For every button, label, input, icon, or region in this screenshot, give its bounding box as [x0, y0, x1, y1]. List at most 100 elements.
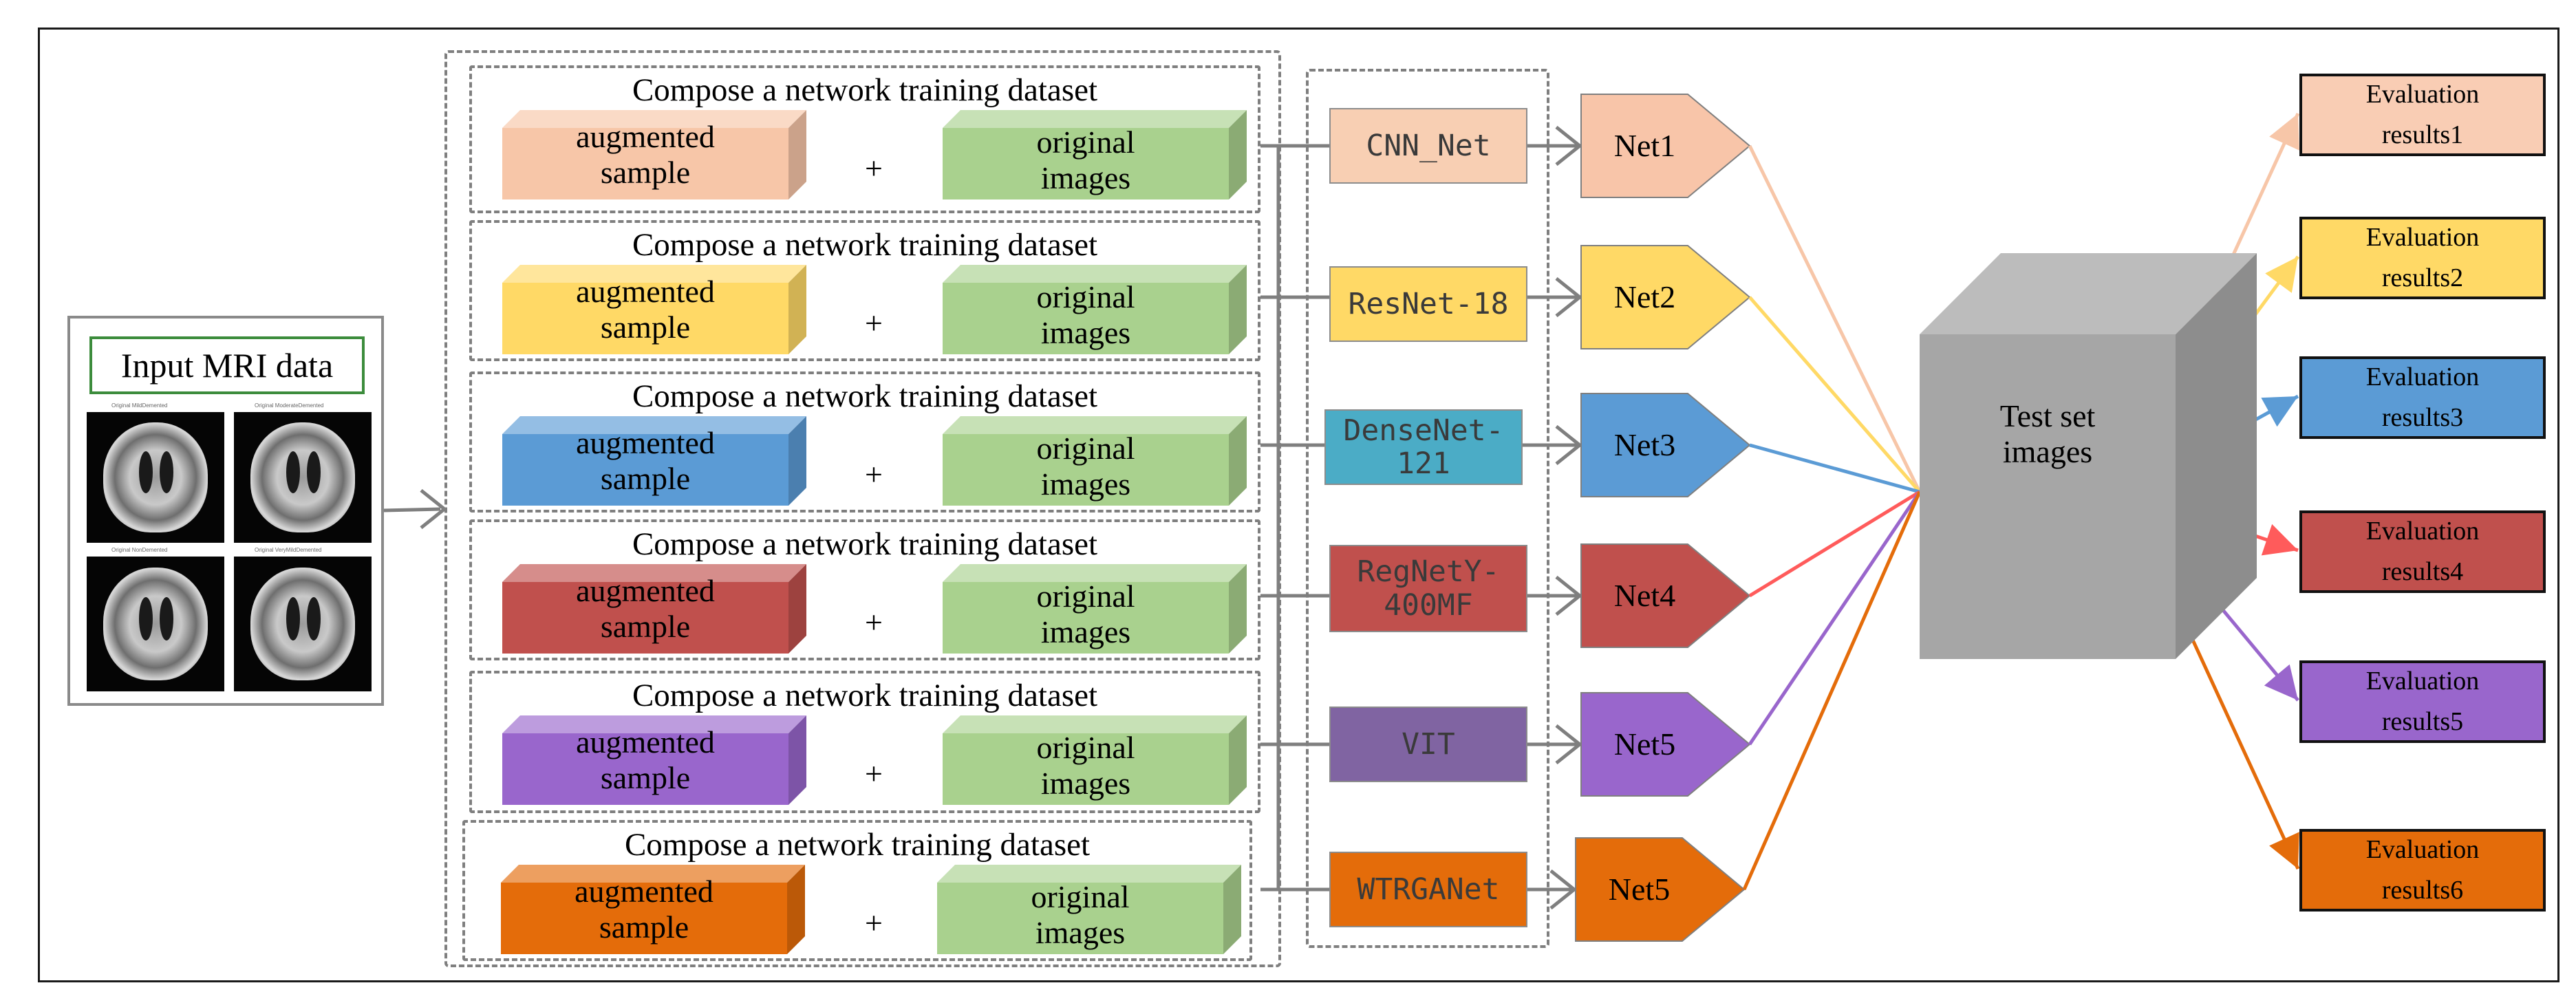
evaluation-box-3: Evaluation results3 [2299, 356, 2546, 439]
model-box-1: CNN_Net [1329, 108, 1527, 184]
thumb-label-4: Original VeryMildDemented [255, 547, 322, 553]
model-box-5: VIT [1329, 707, 1527, 782]
original-prism-6-front [937, 883, 1223, 954]
compose-title-3: Compose a network training dataset [632, 378, 1098, 414]
augmented-label-2: augmented sample [576, 274, 715, 345]
augmented-label-6: augmented sample [575, 874, 713, 945]
augmented-prism-2-side [788, 265, 806, 354]
mri-thumbnail-4 [234, 557, 372, 691]
net-testset-line-2 [1748, 296, 1921, 493]
original-prism-1-side [1229, 110, 1247, 199]
input-mri-title: Input MRI data [89, 336, 365, 394]
figure-frame [38, 28, 2559, 982]
net-testset-line-4 [1748, 490, 1921, 598]
model-box-6: WTRGANet [1329, 852, 1527, 927]
net-testset-line-6 [1742, 490, 1922, 891]
testset-eval-arrow-5 [2264, 664, 2298, 700]
model-box-3: DenseNet- 121 [1324, 409, 1523, 485]
thumb-label-1: Original MildDemented [111, 402, 168, 409]
testset-side [2176, 253, 2257, 659]
dataset-box-2 [469, 220, 1260, 361]
augmented-prism-1-top [502, 110, 806, 128]
augmented-prism-2-front [502, 283, 788, 354]
augmented-prism-4-top [502, 564, 806, 582]
dataset-box-6 [462, 820, 1252, 961]
testset-top [1920, 253, 2257, 334]
net-label-5: Net5 [1613, 726, 1676, 762]
dataset-box-4 [469, 519, 1260, 660]
net-label-2: Net2 [1613, 279, 1676, 315]
net-shape-5 [1580, 692, 1751, 797]
net-shape-1 [1580, 94, 1751, 198]
original-prism-3-top [943, 416, 1247, 434]
mri-thumbnail-3 [87, 557, 224, 691]
augmented-label-3: augmented sample [576, 425, 715, 496]
augmented-prism-6-top [501, 865, 805, 883]
original-prism-3-front [943, 434, 1229, 506]
model-net-arrow-2 [1555, 277, 1583, 318]
net-label-4: Net4 [1613, 578, 1676, 614]
augmented-label-1: augmented sample [576, 119, 715, 190]
models-group [1306, 69, 1549, 948]
original-prism-3-side [1229, 416, 1247, 506]
plus-sign-5: + [865, 756, 883, 792]
net-label-6: Net5 [1608, 872, 1671, 907]
evaluation-box-5: Evaluation results5 [2299, 660, 2546, 743]
original-prism-2-side [1229, 265, 1247, 354]
net-label-1: Net1 [1613, 128, 1676, 164]
net-testset-line-3 [1749, 443, 1920, 494]
testset-eval-arrow-6 [2269, 832, 2299, 869]
plus-sign-4: + [865, 605, 883, 640]
augmented-prism-5-front [502, 733, 788, 805]
dataset-box-5 [469, 671, 1260, 813]
plus-sign-2: + [865, 305, 883, 341]
original-prism-6-side [1223, 865, 1241, 954]
testset-eval-arrow-4 [2261, 524, 2298, 556]
model-box-2: ResNet-18 [1329, 266, 1527, 342]
original-prism-6-top [937, 865, 1241, 883]
evaluation-box-2: Evaluation results2 [2299, 217, 2546, 299]
net-testset-line-1 [1748, 144, 1922, 493]
original-label-4: original images [1036, 579, 1135, 649]
plus-sign-1: + [865, 151, 883, 186]
model-net-arrow-3 [1555, 424, 1583, 466]
dataset-box-3 [469, 371, 1260, 513]
original-prism-4-front [943, 582, 1229, 654]
original-label-1: original images [1036, 125, 1135, 195]
net-label-3: Net3 [1613, 427, 1676, 463]
original-prism-5-top [943, 715, 1247, 733]
thumb-label-3: Original NonDemented [111, 547, 168, 553]
augmented-prism-3-front [502, 434, 788, 506]
original-prism-4-top [943, 564, 1247, 582]
testset-eval-arrow-3 [2261, 396, 2298, 427]
compose-title-1: Compose a network training dataset [632, 72, 1098, 108]
original-prism-4-side [1229, 564, 1247, 654]
original-prism-1-top [943, 110, 1247, 128]
testset-eval-arrow-2 [2265, 257, 2298, 293]
original-prism-5-front [943, 733, 1229, 805]
augmented-prism-5-top [502, 715, 806, 733]
compose-title-4: Compose a network training dataset [632, 526, 1098, 562]
original-label-3: original images [1036, 431, 1135, 501]
augmented-label-5: augmented sample [576, 724, 715, 795]
mri-thumbnail-2 [234, 412, 372, 543]
evaluation-box-6: Evaluation results6 [2299, 829, 2546, 912]
compose-title-5: Compose a network training dataset [632, 677, 1098, 713]
original-prism-2-top [943, 265, 1247, 283]
testset-front [1920, 334, 2176, 659]
augmented-prism-4-front [502, 582, 788, 654]
original-prism-5-side [1229, 715, 1247, 805]
testset-label: Test set images [1999, 398, 2096, 469]
evaluation-box-1: Evaluation results1 [2299, 74, 2546, 156]
augmented-label-4: augmented sample [576, 573, 715, 644]
original-label-5: original images [1036, 730, 1135, 801]
original-label-6: original images [1031, 879, 1130, 950]
augmented-prism-4-side [788, 564, 806, 654]
augmented-prism-1-side [788, 110, 806, 199]
plus-sign-6: + [865, 905, 883, 941]
mri-thumbnail-1 [87, 412, 224, 543]
augmented-prism-1-front [502, 128, 788, 199]
original-label-2: original images [1036, 279, 1135, 350]
